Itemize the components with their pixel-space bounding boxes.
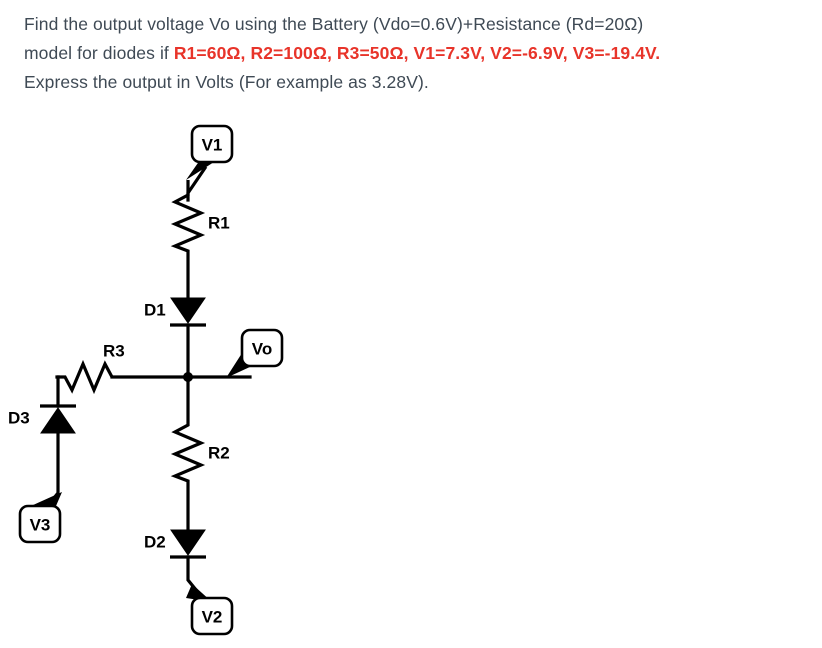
- d2-label: D2: [144, 533, 166, 552]
- question-line-3-text: Express the output in Volts (For example…: [24, 72, 429, 92]
- d3-diode: [40, 404, 76, 512]
- d3-triangle: [40, 407, 76, 434]
- v2-tag-label: V2: [202, 608, 223, 627]
- question-line-2-prefix: model for diodes if: [24, 43, 174, 63]
- d1-label: D1: [144, 301, 166, 320]
- v2-tag-box: [190, 596, 234, 636]
- v3-tag[interactable]: V3: [18, 492, 62, 544]
- d2-triangle: [170, 529, 206, 556]
- vo-tag-box: [240, 328, 284, 368]
- r1-label: R1: [208, 214, 230, 233]
- v3-tag-label: V3: [30, 516, 51, 535]
- question-line-1-text: Find the output voltage Vo using the Bat…: [24, 14, 644, 34]
- question-line-2: model for diodes if R1=60Ω, R2=100Ω, R3=…: [24, 39, 804, 68]
- d1-triangle: [170, 297, 206, 324]
- d1-diode: [170, 297, 206, 379]
- v1-tag-pointer: [186, 160, 214, 180]
- r3-label: R3: [103, 342, 125, 361]
- r2-resistor: [170, 377, 206, 531]
- question-parameters: R1=60Ω, R2=100Ω, R3=50Ω, V1=7.3V, V2=-6.…: [173, 43, 661, 63]
- question-text: Find the output voltage Vo using the Bat…: [24, 10, 804, 97]
- circuit-svg: R1 D1 R2: [8, 124, 284, 636]
- r3-resistor: [57, 359, 114, 395]
- d2-diode: [170, 529, 206, 599]
- question-line-1: Find the output voltage Vo using the Bat…: [24, 10, 804, 39]
- r1-resistor: [170, 180, 206, 303]
- v1-tag-label: V1: [202, 136, 223, 155]
- r2-label: R2: [208, 444, 230, 463]
- question-line-3: Express the output in Volts (For example…: [24, 68, 804, 97]
- vo-tag[interactable]: Vo: [226, 328, 284, 378]
- v2-tag[interactable]: V2: [186, 584, 234, 636]
- v3-tag-box: [18, 504, 62, 544]
- v1-tag-box: [190, 124, 234, 164]
- v1-tag[interactable]: V1: [186, 124, 234, 180]
- r3-to-d3-wire: [55, 375, 60, 408]
- vo-tag-label: Vo: [252, 340, 272, 359]
- circuit-diagram: R1 D1 R2: [0, 118, 330, 648]
- d3-label: D3: [8, 409, 30, 428]
